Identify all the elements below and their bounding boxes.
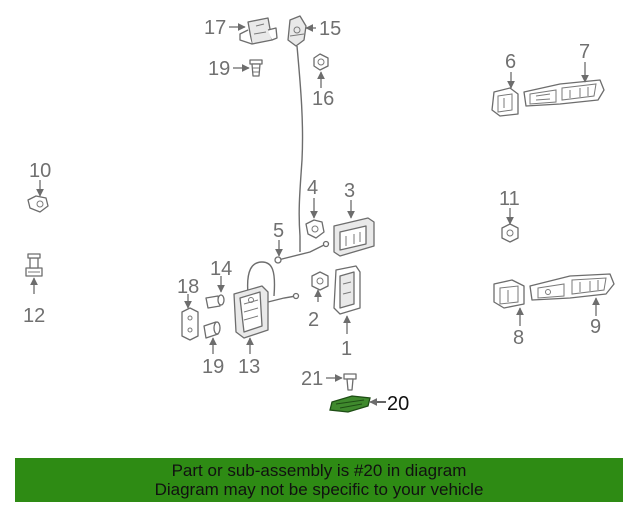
part-15-cable-clip[interactable] <box>287 15 307 47</box>
actuator-cable <box>296 45 304 237</box>
callout-15[interactable]: 15 <box>319 18 341 40</box>
exploded-parts-diagram: 17 15 19 16 6 7 <box>23 15 615 415</box>
callout-4[interactable]: 4 <box>307 177 318 199</box>
callout-8[interactable]: 8 <box>513 327 524 349</box>
callout-19-bottom[interactable]: 19 <box>202 356 224 378</box>
callout-18[interactable]: 18 <box>177 276 199 298</box>
part-3-inside-handle[interactable] <box>333 217 375 257</box>
callout-3[interactable]: 3 <box>344 180 355 202</box>
callout-7[interactable]: 7 <box>579 41 590 63</box>
callout-10[interactable]: 10 <box>29 160 51 182</box>
part-11-nut[interactable] <box>501 223 519 243</box>
part-5-lock-rod[interactable] <box>274 240 330 264</box>
part-14-pin[interactable] <box>205 294 225 309</box>
callout-20[interactable]: 20 <box>387 393 409 415</box>
callout-21[interactable]: 21 <box>301 368 323 390</box>
banner-line-2: Diagram may not be specific to your vehi… <box>154 480 484 499</box>
part-20-pad-highlighted[interactable] <box>329 395 371 413</box>
part-12-striker[interactable] <box>25 253 43 277</box>
part-8-bracket[interactable] <box>493 279 525 309</box>
info-banner: Part or sub-assembly is #20 in diagram D… <box>15 458 623 502</box>
callout-12[interactable]: 12 <box>23 305 45 327</box>
part-17-bracket[interactable] <box>239 17 278 45</box>
part-16-stud[interactable] <box>313 53 329 71</box>
part-1-handle-bezel[interactable] <box>333 265 361 315</box>
banner-line-1: Part or sub-assembly is #20 in diagram <box>171 461 467 480</box>
part-18-striker-plate[interactable] <box>181 307 199 341</box>
callout-5[interactable]: 5 <box>273 220 284 242</box>
part-10-bolt[interactable] <box>27 195 49 213</box>
callout-2[interactable]: 2 <box>308 309 319 331</box>
callout-19-top[interactable]: 19 <box>208 58 230 80</box>
part-7-outside-handle[interactable] <box>523 79 605 107</box>
part-9-outside-handle[interactable] <box>529 273 615 301</box>
callout-14[interactable]: 14 <box>210 258 232 280</box>
part-19-bolt-top[interactable] <box>249 59 263 77</box>
part-13-latch-assembly[interactable] <box>233 261 300 339</box>
callout-1[interactable]: 1 <box>341 338 352 360</box>
part-6-bracket[interactable] <box>491 87 519 117</box>
part-2-grommet[interactable] <box>311 271 329 291</box>
callout-13[interactable]: 13 <box>238 356 260 378</box>
callout-9[interactable]: 9 <box>590 316 601 338</box>
part-19-bolt-bottom[interactable] <box>203 321 221 339</box>
callout-6[interactable]: 6 <box>505 51 516 73</box>
part-4-grommet[interactable] <box>305 219 325 239</box>
callout-11[interactable]: 11 <box>499 188 520 210</box>
callout-17[interactable]: 17 <box>204 17 226 39</box>
part-21-screw[interactable] <box>343 373 357 391</box>
callout-16[interactable]: 16 <box>312 88 334 110</box>
